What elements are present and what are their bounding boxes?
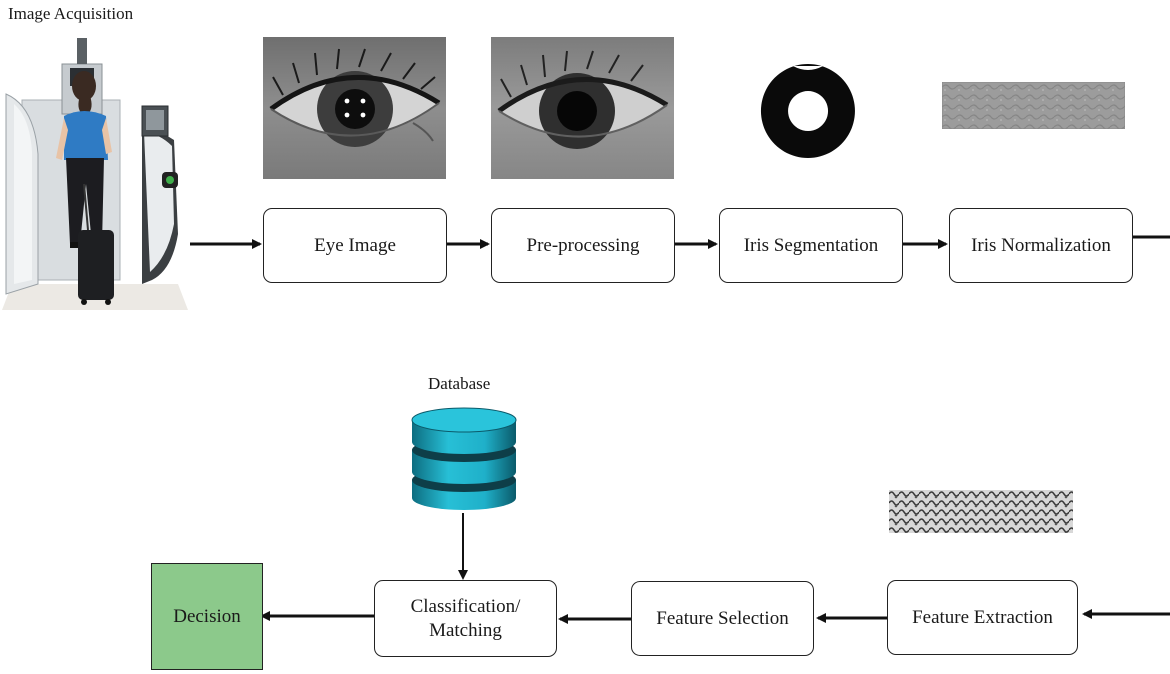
preprocessed-eye-photo: [491, 37, 674, 179]
normalized-iris-strip: [942, 82, 1125, 129]
iris-normalization-box: Iris Normalization: [949, 208, 1133, 283]
pre-processing-box: Pre-processing: [491, 208, 675, 283]
eye-image-box: Eye Image: [263, 208, 447, 283]
decision-box: Decision: [151, 563, 263, 670]
database-icon: [411, 407, 517, 510]
feature-extraction-box: Feature Extraction: [887, 580, 1078, 655]
iris-segmentation-box: Iris Segmentation: [719, 208, 903, 283]
segmented-iris-image: [760, 64, 855, 158]
feature-selection-box: Feature Selection: [631, 581, 814, 656]
classification-matching-box: Classification/ Matching: [374, 580, 557, 657]
feature-extraction-strip: [889, 490, 1073, 533]
image-acquisition-label: Image Acquisition: [8, 4, 134, 23]
database-label: Database: [428, 374, 491, 393]
eye-image-photo: [263, 37, 446, 179]
image-acquisition-photo: [2, 34, 188, 310]
